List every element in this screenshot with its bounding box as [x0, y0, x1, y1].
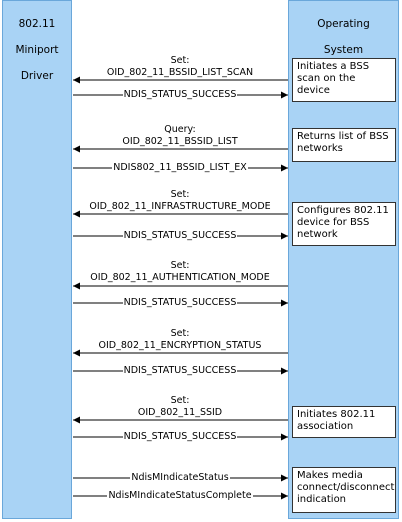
request-oid: OID_802_11_SSID — [137, 407, 223, 418]
request-oid: OID_802_11_BSSID_LIST — [122, 136, 238, 147]
response-text: NDIS_STATUS_SUCCESS — [122, 230, 238, 241]
request-label: Set: OID_802_11_AUTHENTICATION_MODE — [72, 260, 288, 284]
request-label: Set: OID_802_11_BSSID_LIST_SCAN — [72, 55, 288, 79]
request-label: Set: OID_802_11_INFRASTRUCTURE_MODE — [72, 189, 288, 213]
driver-title-line: Miniport — [15, 44, 59, 56]
response-label: NDIS_STATUS_SUCCESS — [72, 297, 288, 309]
indication-text: NdisMIndicateStatusComplete — [107, 490, 253, 501]
request-oid: OID_802_11_BSSID_LIST_SCAN — [106, 67, 254, 78]
request-label: Set: OID_802_11_ENCRYPTION_STATUS — [72, 328, 288, 352]
request-kind: Set: — [170, 328, 190, 339]
response-label: NDIS_STATUS_SUCCESS — [72, 365, 288, 377]
note-association: Initiates 802.11 association — [292, 406, 396, 438]
response-label: NDIS_STATUS_SUCCESS — [72, 89, 288, 101]
note-bss-scan: Initiates a BSS scan on the device — [292, 58, 396, 102]
driver-title-line: 802.11 — [18, 18, 56, 30]
response-text: NDIS_STATUS_SUCCESS — [122, 431, 238, 442]
note-configure: Configures 802.11 device for BSS network — [292, 202, 396, 246]
response-label: NDIS802_11_BSSID_LIST_EX — [72, 162, 288, 174]
note-media-indication: Makes media connect/disconnect indicatio… — [292, 467, 396, 513]
request-kind: Set: — [170, 55, 190, 66]
indication-text: NdisMIndicateStatus — [130, 472, 230, 483]
os-title-line: Operating — [317, 18, 370, 30]
os-lifeline-title: Operating System — [289, 5, 398, 70]
request-label: Set: OID_802_11_SSID — [72, 395, 288, 419]
request-oid: OID_802_11_ENCRYPTION_STATUS — [98, 340, 262, 351]
request-oid: OID_802_11_AUTHENTICATION_MODE — [90, 272, 270, 283]
request-oid: OID_802_11_INFRASTRUCTURE_MODE — [89, 201, 271, 212]
response-text: NDIS802_11_BSSID_LIST_EX — [112, 162, 248, 173]
request-kind: Query: — [164, 124, 196, 135]
request-kind: Set: — [170, 260, 190, 271]
driver-lifeline: 802.11 Miniport Driver — [2, 0, 72, 519]
note-bss-list: Returns list of BSS networks — [292, 128, 396, 162]
driver-title-line: Driver — [20, 70, 54, 82]
response-text: NDIS_STATUS_SUCCESS — [122, 365, 238, 376]
response-label: NDIS_STATUS_SUCCESS — [72, 431, 288, 443]
request-label: Query: OID_802_11_BSSID_LIST — [72, 124, 288, 148]
request-kind: Set: — [170, 189, 190, 200]
os-title-line: System — [323, 44, 364, 56]
response-text: NDIS_STATUS_SUCCESS — [122, 297, 238, 308]
indication-label: NdisMIndicateStatusComplete — [72, 490, 288, 502]
request-kind: Set: — [170, 395, 190, 406]
indication-label: NdisMIndicateStatus — [72, 472, 288, 484]
driver-lifeline-title: 802.11 Miniport Driver — [3, 5, 71, 96]
response-label: NDIS_STATUS_SUCCESS — [72, 230, 288, 242]
response-text: NDIS_STATUS_SUCCESS — [122, 89, 238, 100]
